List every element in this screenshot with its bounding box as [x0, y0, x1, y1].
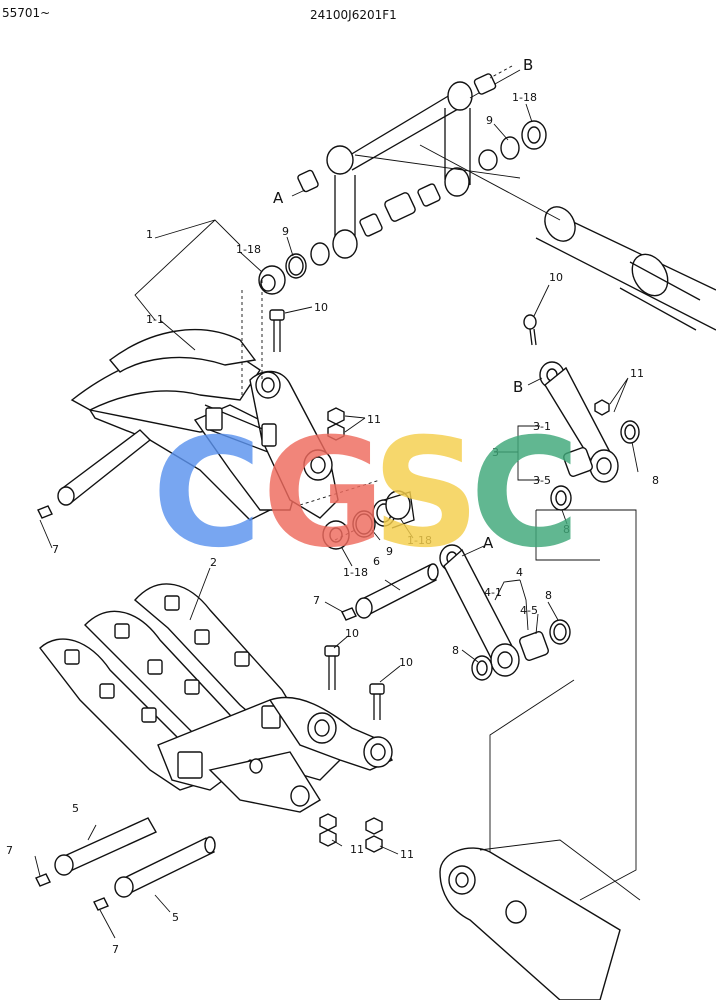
callout-9: 9: [386, 545, 393, 558]
reference-b: B: [513, 378, 523, 396]
bolt-10-upper: [269, 309, 285, 352]
bolts-10-lower: [324, 645, 385, 720]
callout-7: 7: [52, 543, 59, 556]
callout-10: 10: [549, 271, 563, 284]
center-rings: [352, 490, 415, 538]
callout-1: 1: [146, 228, 153, 241]
link-4: [439, 544, 571, 681]
callout-3-5: 3-5: [533, 474, 551, 487]
callout-1-18: 1-18: [236, 243, 261, 256]
callout-8: 8: [545, 589, 552, 602]
callout-5: 5: [72, 802, 79, 815]
lower-boom: [439, 839, 641, 1000]
callout-7: 7: [313, 594, 320, 607]
callout-4-5: 4-5: [520, 604, 538, 617]
reference-b: B: [523, 56, 533, 74]
phantom-box: [489, 509, 637, 901]
pins-5: [35, 817, 216, 911]
callout-9: 9: [282, 225, 289, 238]
callout-1-18: 1-18: [407, 534, 432, 547]
callout-10: 10: [314, 301, 328, 314]
link-3: [523, 314, 640, 511]
watermark: C G S C: [152, 407, 580, 581]
serial-range: 55701~: [2, 6, 50, 20]
reference-a: A: [483, 534, 494, 552]
callout-1-18: 1-18: [343, 566, 368, 579]
callout-3-1: 3-1: [533, 420, 551, 433]
callout-11: 11: [400, 848, 414, 861]
watermark-letter-g: G: [262, 407, 385, 581]
callout-labels: 1 1-18 1-1 9 10 11 9 1-18 1-18 6 7 10 10…: [6, 56, 659, 956]
watermark-letter-c2: C: [470, 407, 580, 581]
drawing-number: 24100J6201F1: [310, 8, 397, 22]
reference-a: A: [273, 189, 284, 207]
callout-8: 8: [452, 644, 459, 657]
boom-cylinder: [535, 206, 716, 331]
callout-7: 7: [112, 943, 119, 956]
callout-4-1: 4-1: [484, 586, 502, 599]
callout-8: 8: [563, 523, 570, 536]
callout-10: 10: [399, 656, 413, 669]
watermark-letter-s: S: [372, 407, 480, 581]
nuts-11-lower: [319, 813, 383, 853]
callout-1-18: 1-18: [512, 91, 537, 104]
watermark-letter-c: C: [152, 407, 262, 581]
bracket-assembly: [70, 328, 350, 550]
pin-left-upper: [37, 429, 152, 519]
callout-11: 11: [367, 413, 381, 426]
callout-3: 3: [492, 446, 499, 459]
pin-bushings: [297, 73, 547, 266]
nuts-11-upper: [327, 407, 345, 441]
callout-7: 7: [6, 844, 13, 857]
callout-8: 8: [652, 474, 659, 487]
callout-1-1: 1-1: [146, 313, 164, 326]
bucket-link: [249, 696, 394, 807]
bushing-1-18-upper: [258, 253, 307, 295]
callout-5: 5: [172, 911, 179, 924]
callout-10: 10: [345, 627, 359, 640]
callout-11: 11: [630, 367, 644, 380]
leader-lines: [34, 65, 639, 939]
upper-link: [326, 69, 561, 259]
callout-11: 11: [350, 843, 364, 856]
callout-9: 9: [486, 114, 493, 127]
callout-2: 2: [210, 556, 217, 569]
callout-4: 4: [516, 566, 523, 579]
pin-6: [341, 563, 439, 621]
callout-6: 6: [373, 555, 380, 568]
